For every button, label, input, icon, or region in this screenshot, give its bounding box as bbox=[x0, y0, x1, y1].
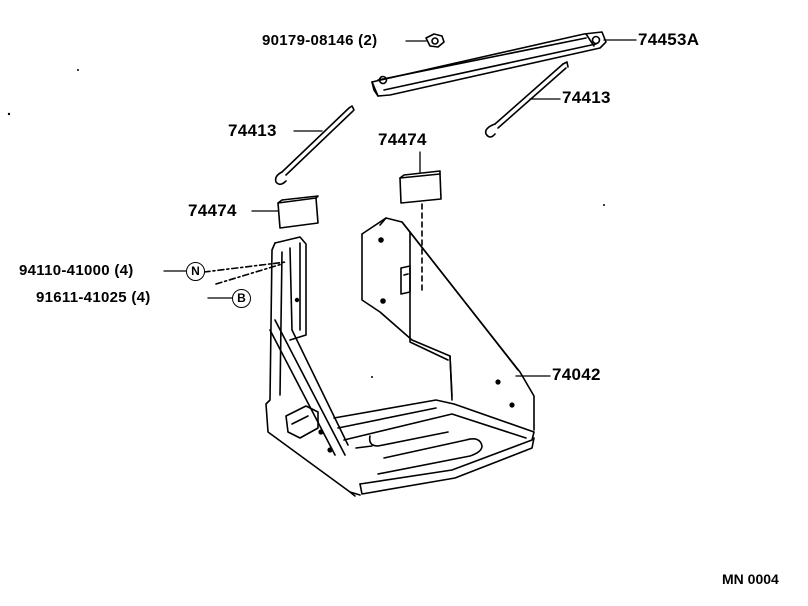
paper-specks bbox=[7, 69, 605, 378]
label-hold-down-bracket: 74453A bbox=[638, 30, 700, 49]
label-pad-left: 74474 bbox=[188, 201, 237, 220]
top-nut-shape bbox=[425, 33, 445, 48]
figure-code: MN 0004 bbox=[722, 571, 779, 587]
hold-down-bracket-shape bbox=[371, 31, 607, 97]
label-bolt-side: 91611-41025 (4) bbox=[36, 289, 151, 306]
label-pad-right: 74474 bbox=[378, 130, 427, 149]
nut-marker: N bbox=[186, 262, 205, 281]
label-bolt-top: 90179-08146 (2) bbox=[262, 32, 378, 49]
battery-carrier-shape bbox=[265, 217, 535, 497]
leader-lines bbox=[163, 39, 637, 377]
label-rod-left: 74413 bbox=[228, 121, 277, 140]
bolt-marker: B bbox=[232, 289, 251, 308]
label-battery-carrier: 74042 bbox=[552, 365, 601, 384]
right-rod-shape bbox=[484, 61, 569, 138]
label-nut: 94110-41000 (4) bbox=[19, 262, 134, 279]
fastener-install-guide bbox=[203, 261, 287, 285]
left-rod-shape bbox=[274, 105, 355, 186]
right-pad-shape bbox=[399, 170, 442, 204]
left-pad-shape bbox=[277, 195, 319, 229]
label-rod-right: 74413 bbox=[562, 88, 611, 107]
